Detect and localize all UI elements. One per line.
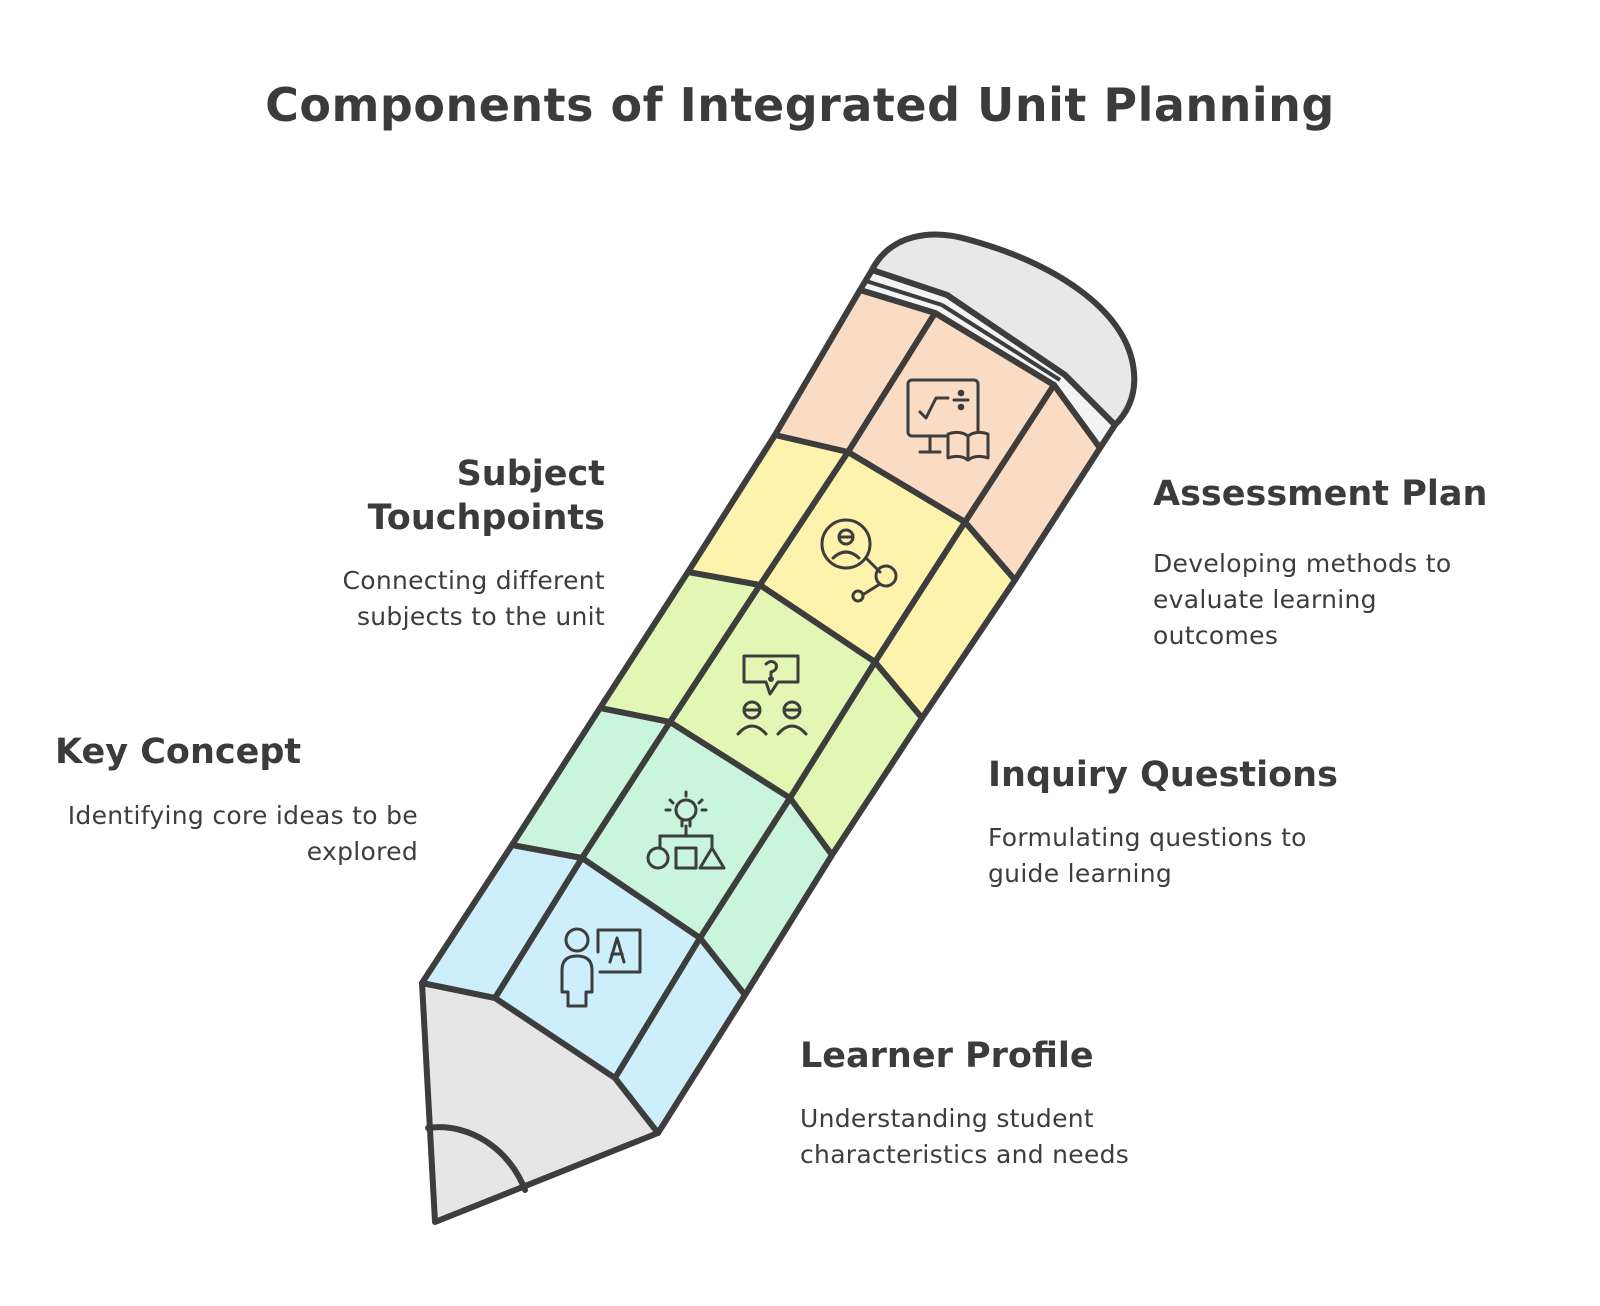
pencil-tip: [419, 980, 661, 1225]
inquiry-questions-description: Formulating questions to guide learning: [988, 823, 1307, 888]
assessment-plan-heading: Assessment Plan: [1153, 474, 1488, 514]
learner-profile-heading: Learner Profile: [800, 1036, 1094, 1076]
pencil-body: [422, 290, 1100, 1133]
subject-touchpoints-heading: Subject Touchpoints: [367, 454, 605, 538]
math-book-icon: [906, 378, 990, 462]
key-concept-description: Identifying core ideas to be explored: [67, 801, 418, 866]
learner-profile-description: Understanding student characteristics an…: [800, 1104, 1130, 1169]
band-key-concept: [512, 708, 832, 995]
inquiry-questions-heading: Inquiry Questions: [988, 755, 1338, 795]
pencil-lead: [425, 1124, 528, 1193]
idea-shapes-icon: [646, 790, 726, 870]
page-title: Components of Integrated Unit Planning: [265, 78, 1335, 132]
person-connection-icon: [820, 518, 898, 603]
subject-touchpoints-description: Connecting different subjects to the uni…: [342, 566, 605, 631]
assessment-plan-description: Developing methods to evaluate learning …: [1153, 549, 1452, 650]
key-concept-heading: Key Concept: [55, 732, 302, 772]
teacher-board-icon: [560, 927, 642, 1008]
discussion-question-icon: [736, 654, 808, 736]
